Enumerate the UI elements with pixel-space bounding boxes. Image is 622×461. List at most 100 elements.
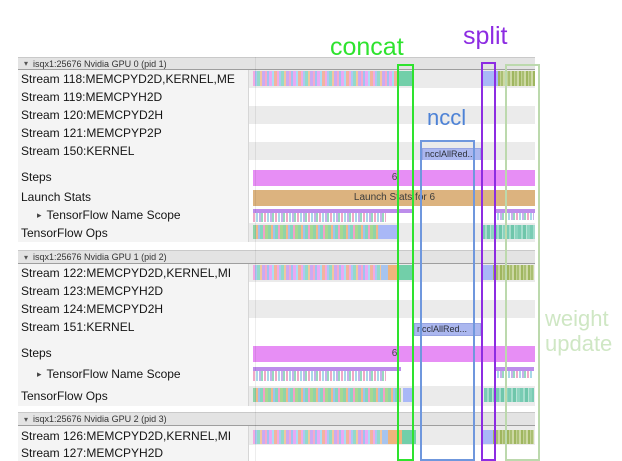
event-bar-nccl-allreduce[interactable]: ncclAllRed... [414, 323, 481, 336]
name-scope-strip[interactable] [253, 367, 401, 371]
event-bar-weight-update[interactable] [493, 430, 534, 444]
track-row-name-scope-gpu1: ▸ TensorFlow Name Scope [18, 362, 535, 386]
event-bar-split[interactable] [483, 430, 493, 444]
timeline-lane [248, 207, 535, 223]
name-scope-ticks[interactable] [494, 213, 534, 220]
split-annotation-label: split [463, 22, 508, 50]
timeline-lane [248, 426, 535, 445]
track-list: ▾ isqx1:25676 Nvidia GPU 0 (pid 1) Strea… [18, 57, 535, 461]
track-row-stream122: Stream 122:MEMCPYD2D,KERNEL,MI [18, 264, 535, 282]
ops-bar-dense[interactable] [253, 388, 401, 402]
section-header-gpu1[interactable]: ▾ isqx1:25676 Nvidia GPU 1 (pid 2) [18, 250, 535, 264]
section-title: isqx1:25676 Nvidia GPU 2 (pid 3) [33, 414, 167, 424]
section-title: isqx1:25676 Nvidia GPU 1 (pid 2) [33, 252, 167, 262]
ops-bar-teal[interactable] [484, 388, 534, 402]
timeline-gridline [255, 57, 256, 461]
track-row-stream126: Stream 126:MEMCPYD2D,KERNEL,MI [18, 426, 535, 445]
event-bar-orange[interactable] [388, 265, 399, 280]
track-label: Stream 118:MEMCPYD2D,KERNEL,ME [18, 70, 248, 88]
track-label: ▸ TensorFlow Name Scope [18, 207, 248, 223]
event-bar-dense[interactable] [253, 71, 399, 86]
track-row-steps-gpu0: Steps 6 [18, 160, 535, 186]
track-row-ops-gpu1: TensorFlow Ops [18, 386, 535, 406]
section-gap [18, 406, 535, 412]
section-header-gpu2[interactable]: ▾ isqx1:25676 Nvidia GPU 2 (pid 3) [18, 412, 535, 426]
timeline-lane: Launch Stats for 6 [248, 186, 535, 207]
event-bar-concat[interactable] [399, 265, 412, 280]
event-bar-concat[interactable] [402, 430, 416, 444]
track-row-stream123: Stream 123:MEMCPYH2D [18, 282, 535, 300]
track-row-stream119: Stream 119:MEMCPYH2D [18, 88, 535, 106]
event-bar-nccl-allreduce[interactable]: ncclAllRed... [422, 148, 481, 160]
event-bar-split[interactable] [482, 71, 498, 86]
track-label: TensorFlow Ops [18, 223, 248, 242]
track-row-stream124: Stream 124:MEMCPYD2H [18, 300, 535, 318]
name-scope-ticks[interactable] [253, 371, 386, 381]
track-label: Stream 121:MEMCPYP2P [18, 124, 248, 142]
track-row-stream118: Stream 118:MEMCPYD2D,KERNEL,ME [18, 70, 535, 88]
event-bar-weight-update[interactable] [498, 71, 535, 86]
track-label: Steps [18, 336, 248, 362]
track-label: Stream 122:MEMCPYD2D,KERNEL,MI [18, 264, 248, 282]
timeline-lane [248, 300, 535, 318]
track-row-name-scope-gpu0: ▸ TensorFlow Name Scope [18, 207, 535, 223]
track-label: TensorFlow Ops [18, 386, 248, 406]
timeline-lane [248, 445, 535, 461]
timeline-lane [248, 264, 535, 282]
section-gap [18, 242, 535, 250]
track-row-ops-gpu0: TensorFlow Ops [18, 223, 535, 242]
name-scope-ticks[interactable] [253, 213, 386, 222]
event-bar-split[interactable] [482, 265, 493, 280]
track-label-text: TensorFlow Name Scope [46, 367, 181, 381]
weight-update-annotation-label-line1: weight [545, 306, 609, 331]
event-bar-step[interactable]: 6 [253, 346, 535, 362]
track-row-stream150: Stream 150:KERNEL ncclAllRed... [18, 142, 535, 160]
track-label: Stream 151:KERNEL [18, 318, 248, 336]
weight-update-annotation-label-line2: update [545, 331, 613, 356]
expand-collapse-icon[interactable]: ▾ [24, 59, 29, 68]
track-row-stream127: Stream 127:MEMCPYH2D [18, 445, 535, 461]
section-title: isqx1:25676 Nvidia GPU 0 (pid 1) [33, 58, 167, 69]
timeline-lane [248, 386, 535, 406]
name-scope-strip[interactable] [253, 209, 413, 213]
track-label: Steps [18, 160, 248, 186]
track-label: Stream 127:MEMCPYH2D [18, 445, 248, 461]
track-label: Stream 119:MEMCPYH2D [18, 88, 248, 106]
track-row-steps-gpu1: Steps 6 [18, 336, 535, 362]
expander-icon[interactable]: ▸ [37, 209, 42, 220]
expander-icon[interactable]: ▸ [37, 368, 42, 379]
track-label: Stream 123:MEMCPYH2D [18, 282, 248, 300]
track-label: Launch Stats [18, 186, 248, 207]
timeline-lane [248, 282, 535, 300]
ops-bar-blue[interactable] [403, 388, 413, 402]
track-label: ▸ TensorFlow Name Scope [18, 362, 248, 386]
event-bar-launch-stats[interactable]: Launch Stats for 6 [253, 190, 535, 206]
expand-collapse-icon[interactable]: ▾ [24, 252, 29, 262]
event-bar-concat[interactable] [399, 71, 413, 86]
event-bar-dense[interactable] [253, 265, 381, 280]
track-label: Stream 120:MEMCPYD2H [18, 106, 248, 124]
event-bar-step[interactable]: 6 [253, 170, 535, 186]
timeline-lane: 6 [248, 336, 535, 362]
timeline-lane [248, 362, 535, 386]
timeline-lane: ncclAllRed... [248, 142, 535, 160]
name-scope-strip[interactable] [494, 209, 535, 213]
track-row-stream120: Stream 120:MEMCPYD2H [18, 106, 535, 124]
ops-bar-dense[interactable] [253, 225, 379, 239]
name-scope-strip[interactable] [494, 367, 534, 371]
track-label: Stream 124:MEMCPYD2H [18, 300, 248, 318]
event-bar-dense[interactable] [253, 430, 382, 444]
event-bar-blue[interactable] [381, 265, 388, 280]
expand-collapse-icon[interactable]: ▾ [24, 414, 29, 424]
event-bar-weight-update[interactable] [493, 265, 534, 280]
section-header-gpu0[interactable]: ▾ isqx1:25676 Nvidia GPU 0 (pid 1) [18, 57, 535, 70]
ops-bar-blue[interactable] [379, 225, 397, 239]
event-bar-blue[interactable] [382, 430, 388, 444]
track-row-stream121: Stream 121:MEMCPYP2P [18, 124, 535, 142]
track-label: Stream 150:KERNEL [18, 142, 248, 160]
timeline-lane: 6 [248, 160, 535, 186]
event-bar-orange[interactable] [388, 430, 402, 444]
ops-bar-teal[interactable] [482, 225, 535, 239]
name-scope-ticks[interactable] [494, 371, 532, 378]
